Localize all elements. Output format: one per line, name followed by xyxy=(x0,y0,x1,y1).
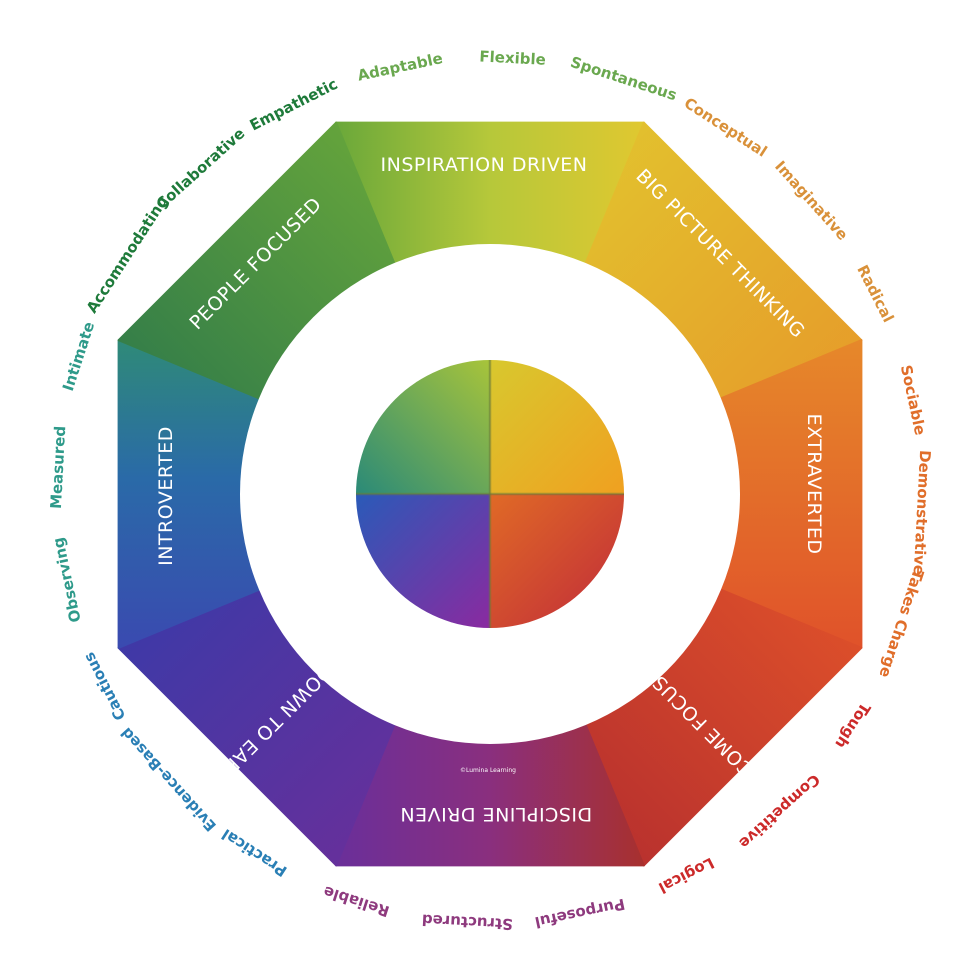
trait-radical: Radical xyxy=(853,262,897,325)
trait-cautious: Cautious xyxy=(80,649,130,723)
center-quadrant-green-blue xyxy=(356,360,490,494)
trait-practical: Practical xyxy=(219,825,291,880)
trait-reliable: Reliable xyxy=(321,882,391,920)
center-quadrant-red xyxy=(490,494,624,628)
trait-tough: Tough xyxy=(831,699,874,751)
label-discipline-driven: DISCIPLINE DRIVEN xyxy=(400,803,592,825)
trait-demonstrative: Demonstrative xyxy=(910,450,935,576)
trait-adaptable: Adaptable xyxy=(356,49,444,85)
trait-measured: Measured xyxy=(47,425,69,509)
trait-empathetic: Empathetic xyxy=(247,75,341,135)
trait-intimate: Intimate xyxy=(59,319,98,393)
trait-structured: Structured xyxy=(421,911,513,934)
center-quadrant-blue-purple xyxy=(356,494,490,628)
trait-accommodating: Accommodating xyxy=(83,193,172,317)
trait-imaginative: Imaginative xyxy=(771,157,851,244)
trait-observing: Observing xyxy=(49,536,85,624)
trait-flexible: Flexible xyxy=(479,47,546,68)
trait-spontaneous: Spontaneous xyxy=(568,53,679,104)
copyright-text: ©Lumina Learning xyxy=(460,767,516,774)
trait-takes-charge: Takes Charge xyxy=(875,567,927,679)
center-quadrant-yellow xyxy=(490,360,624,494)
trait-sociable: Sociable xyxy=(897,363,929,437)
label-inspiration-driven: INSPIRATION DRIVEN xyxy=(381,154,588,176)
trait-collaborative: Collaborative xyxy=(153,124,249,213)
label-introverted: INTROVERTED xyxy=(155,426,177,566)
center-circle xyxy=(356,360,624,628)
trait-conceptual: Conceptual xyxy=(681,94,770,161)
label-extraverted: EXTRAVERTED xyxy=(803,413,825,554)
trait-purposeful: Purposeful xyxy=(533,895,626,932)
trait-logical: Logical xyxy=(656,854,718,897)
